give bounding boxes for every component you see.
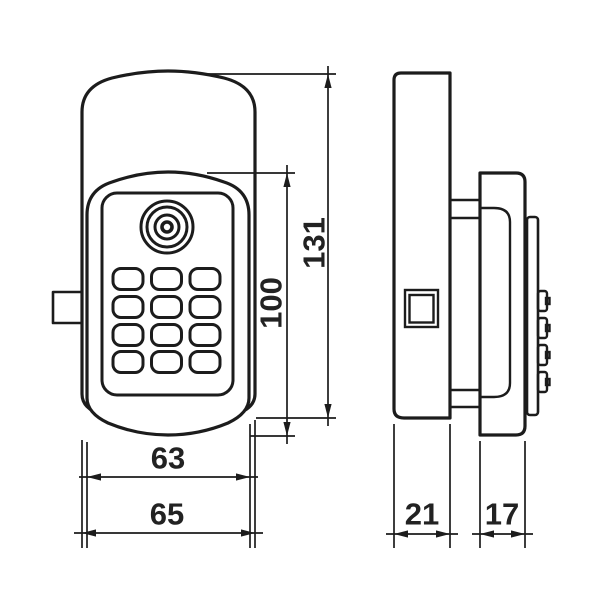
rear-inner-cover	[480, 206, 512, 399]
key-cylinder-dial	[139, 199, 195, 255]
side-view	[392, 71, 551, 437]
dim-label-rear-depth: 17	[485, 497, 519, 532]
dial-ring-middle	[145, 205, 189, 249]
arrow-left-icon	[87, 473, 101, 481]
keypad-button	[188, 350, 222, 374]
dimension-panel-height: 100	[207, 165, 295, 444]
dimension-overall-height: 131	[200, 66, 336, 426]
keypad-buttons	[111, 267, 222, 374]
dim-label-panel-width: 63	[151, 441, 185, 476]
contact-strip	[525, 215, 540, 417]
dimensions: 131 100 63 65	[74, 66, 533, 548]
keypad-button	[188, 323, 222, 347]
mounting-post-upper	[448, 198, 482, 220]
dim-label-front-depth: 21	[405, 497, 439, 532]
mounting-post-lower	[448, 388, 482, 409]
front-view	[51, 69, 257, 437]
front-unit-profile	[392, 71, 452, 420]
bolt-opening-outer	[403, 288, 440, 329]
rear-unit-plate	[478, 171, 527, 437]
contact-bumps	[536, 289, 551, 394]
keypad-button	[111, 323, 145, 347]
contact-nub	[544, 323, 551, 333]
dimension-rear-depth: 17	[472, 441, 533, 548]
arrow-right-icon	[436, 530, 450, 538]
dial-ring-outer	[139, 199, 195, 255]
dimension-front-depth: 21	[386, 424, 458, 548]
keypad-button	[111, 267, 145, 291]
arrow-left-icon	[394, 530, 408, 538]
keypad-button	[150, 350, 183, 374]
dimension-overall-width: 65	[74, 420, 263, 548]
keypad-button	[150, 267, 183, 291]
arrow-left-icon	[82, 529, 96, 537]
latch-bolt	[51, 290, 86, 325]
contact-nub	[544, 296, 551, 306]
arrow-right-icon	[236, 473, 250, 481]
contact-nub	[544, 350, 551, 360]
arrow-up-icon	[283, 173, 291, 187]
dim-label-overall-height: 131	[297, 217, 332, 269]
arrow-right-icon	[241, 529, 255, 537]
arrow-down-icon	[324, 404, 332, 418]
keypad-face	[100, 191, 235, 397]
keypad-button	[150, 323, 183, 347]
keypad-button	[150, 295, 183, 319]
keypad-button	[188, 295, 222, 319]
dim-label-overall-width: 65	[150, 497, 184, 532]
arrow-down-icon	[283, 422, 291, 436]
arrow-right-icon	[511, 530, 525, 538]
keyhole-icon	[160, 220, 174, 234]
keypad-panel	[85, 170, 251, 437]
dim-label-panel-height: 100	[254, 277, 289, 329]
dial-ring-inner	[153, 213, 181, 241]
dimension-panel-width: 63	[79, 424, 258, 548]
contact-nub	[544, 377, 551, 387]
arrow-up-icon	[324, 74, 332, 88]
keypad-button	[111, 295, 145, 319]
keypad-button	[188, 267, 222, 291]
arrow-left-icon	[480, 530, 494, 538]
bolt-opening-inner	[408, 293, 435, 324]
keypad-button	[111, 350, 145, 374]
